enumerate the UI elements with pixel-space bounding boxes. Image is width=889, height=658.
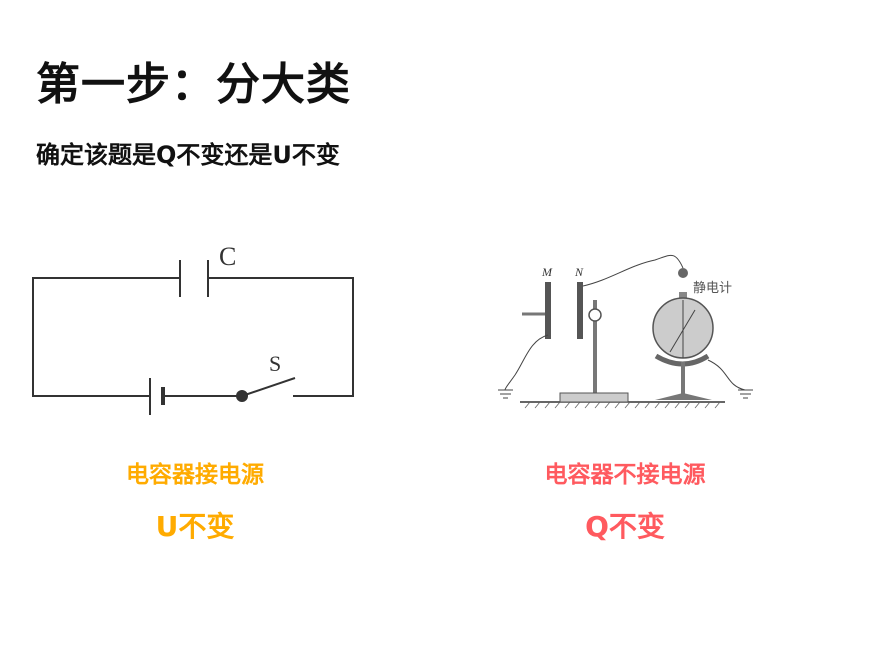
electrometer-diagram: M N 静电计 [498,254,753,409]
electrometer-label: 静电计 [693,281,732,296]
left-result: U不变 [155,510,235,543]
circuit-diagram: C S [32,242,354,415]
switch-label: S [269,351,281,376]
right-result: Q不变 [585,510,665,543]
slide-subtitle: 确定该题是Q不变还是U不变 [36,141,340,169]
slide-title: 第一步：分大类 [36,59,351,110]
plate-m-label: M [541,265,553,279]
plate-n-label: N [574,265,584,279]
right-condition: 电容器不接电源 [544,462,706,488]
left-condition: 电容器接电源 [126,462,264,488]
capacitor-label: C [219,242,236,271]
